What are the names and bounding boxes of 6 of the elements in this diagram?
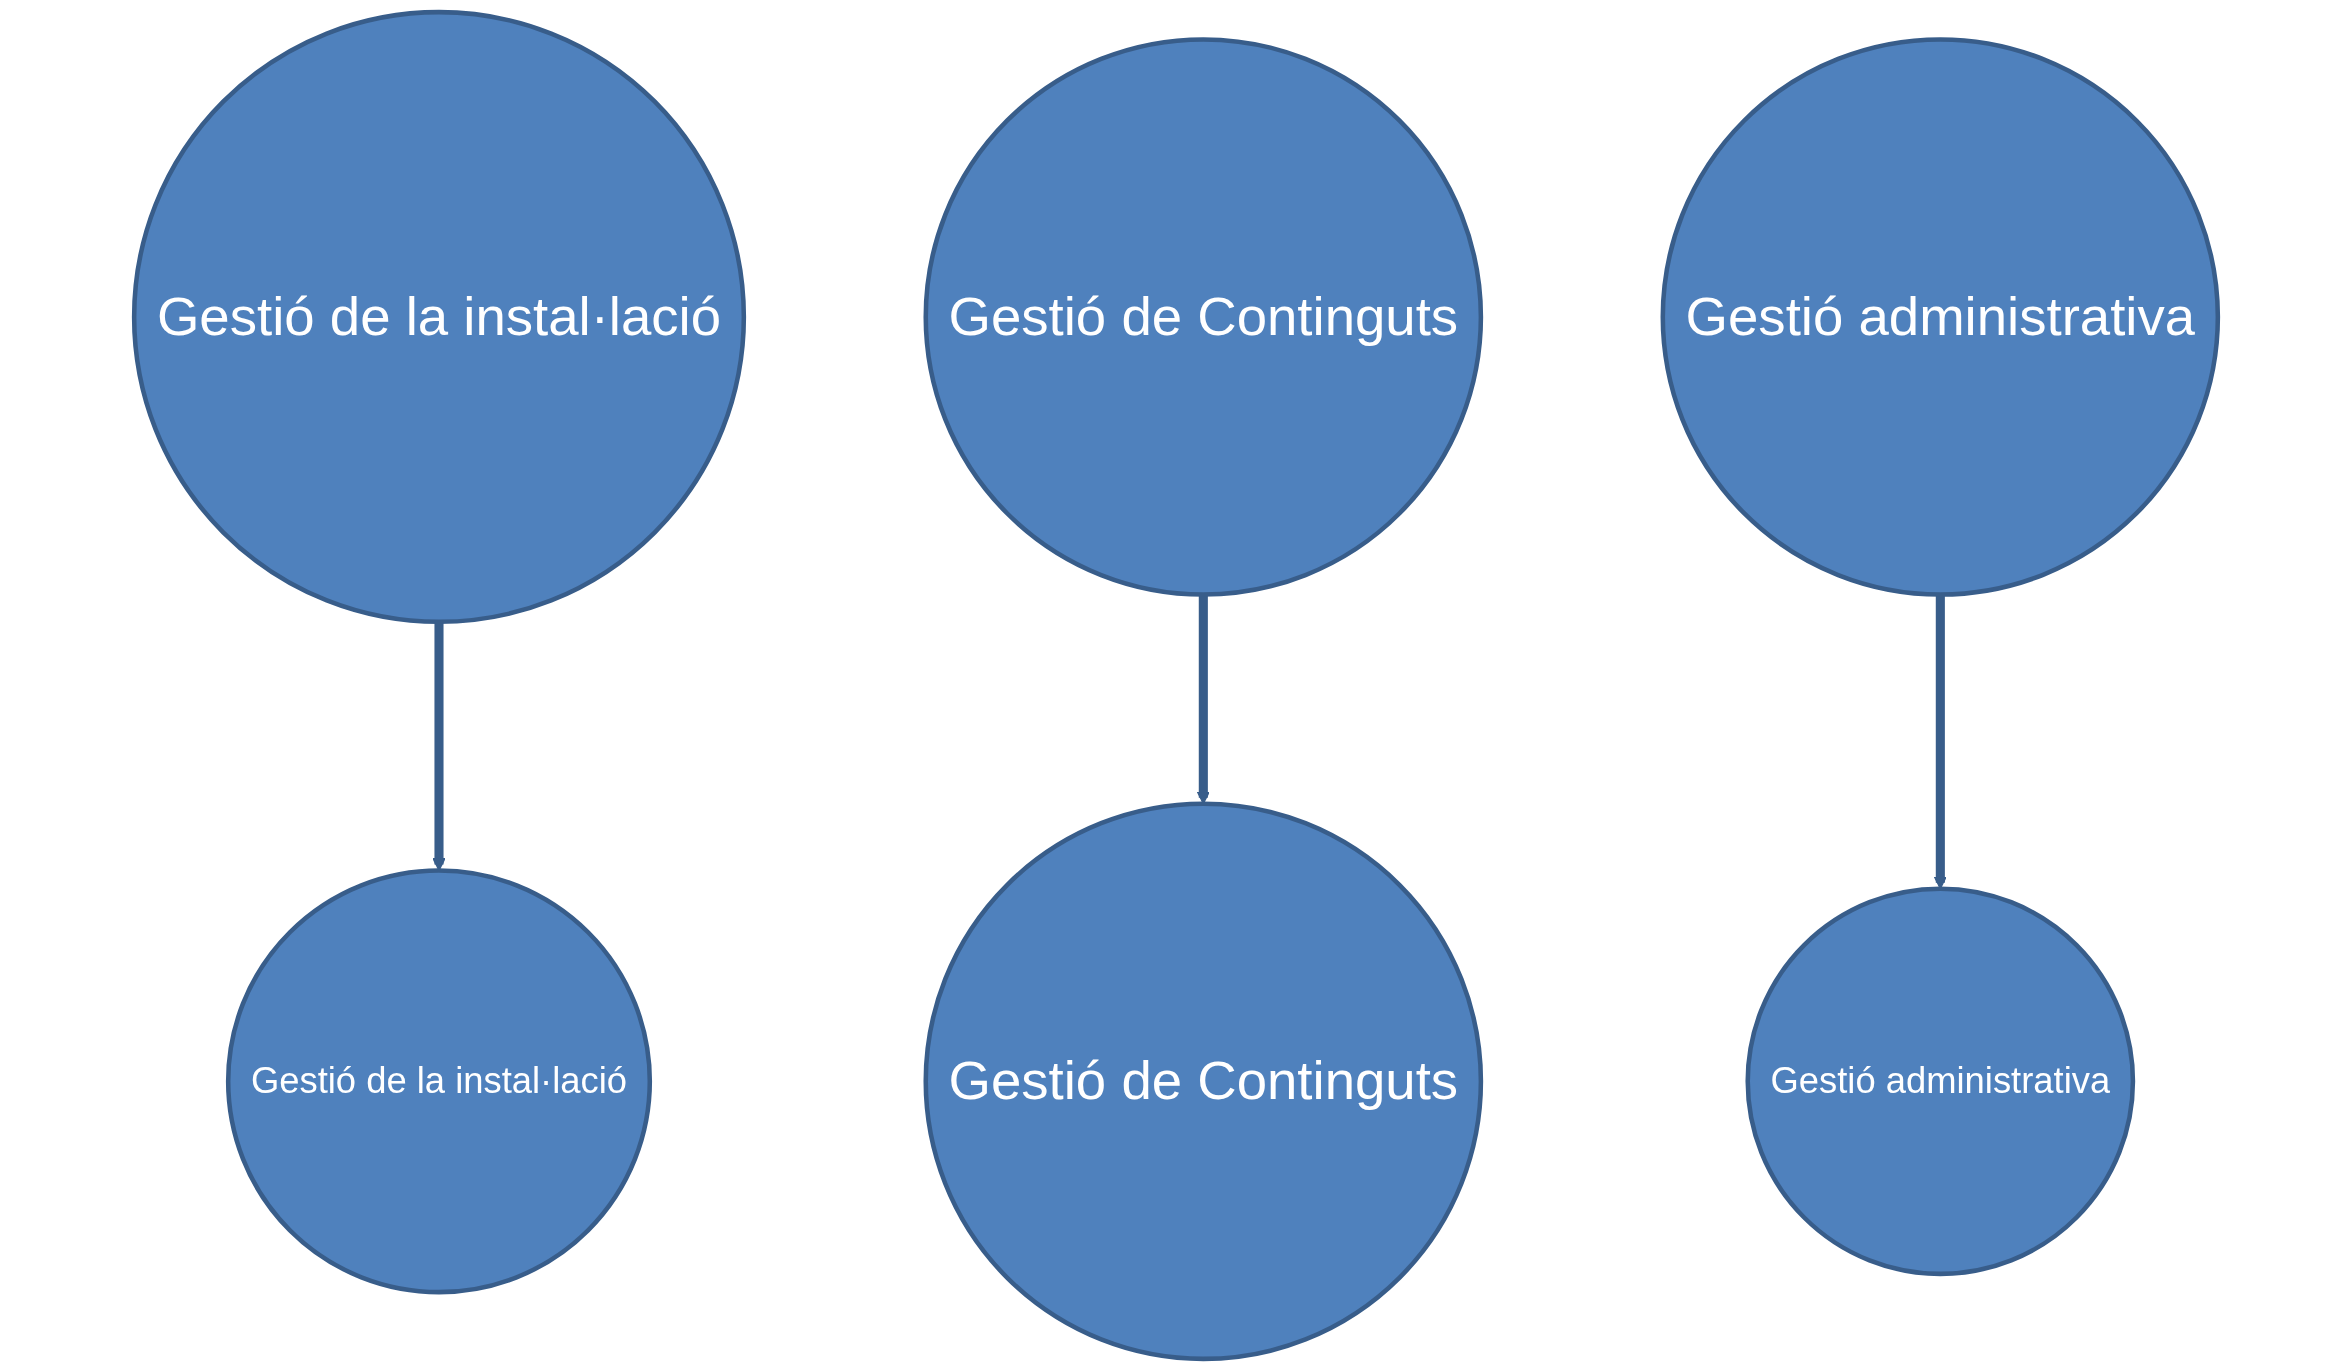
node-circle: Gestió de la instal·lació [225, 868, 653, 1295]
node-circle: Gestió de Continguts [923, 37, 1484, 597]
node-circle: Gestió de la instal·lació [131, 9, 747, 625]
node-circle: Gestió administrativa [1660, 37, 2221, 597]
node-circle: Gestió administrativa [1745, 886, 2136, 1277]
node-circle: Gestió de Continguts [923, 801, 1484, 1362]
